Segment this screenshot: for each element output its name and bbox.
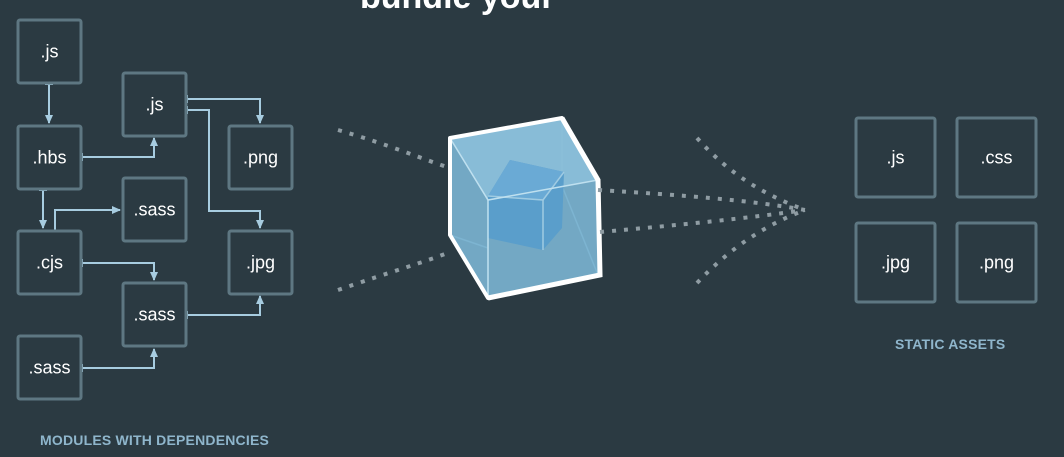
- input-flow-line-top: [337, 128, 451, 170]
- asset-box: [854, 116, 937, 199]
- module-label: .sass: [133, 305, 175, 325]
- edge-line: [187, 109, 264, 229]
- asset-label: .jpg: [881, 253, 910, 273]
- edge-cjs-sass1: [51, 206, 121, 232]
- edge-cjs-sass2: [81, 259, 158, 281]
- edge-sass2-jpg: [186, 295, 264, 319]
- edge-hbs-js2: [81, 137, 158, 161]
- page-title: bundle your: [360, 0, 555, 17]
- edge-line: [187, 295, 264, 316]
- module-node-jpg: .jpg: [227, 229, 294, 296]
- output-flow-lines: [597, 136, 806, 285]
- asset-out-jpg: .jpg: [854, 221, 937, 304]
- modules-caption: MODULES WITH DEPENDENCIES: [40, 432, 270, 448]
- module-label: .sass: [28, 358, 70, 378]
- asset-out-js: .js: [854, 116, 937, 199]
- module-label: .js: [41, 42, 59, 62]
- edge-line: [82, 262, 158, 281]
- module-box: [121, 176, 188, 243]
- module-label: .png: [243, 148, 278, 168]
- module-box: [16, 334, 83, 401]
- output-flow-line-4: [695, 208, 806, 285]
- output-flow-line-2: [599, 208, 806, 234]
- asset-label: .css: [980, 148, 1012, 168]
- asset-out-css: .css: [955, 116, 1038, 199]
- module-node-png: .png: [227, 124, 294, 191]
- module-label: .jpg: [246, 253, 275, 273]
- edge-line: [54, 206, 121, 231]
- asset-label: .png: [979, 253, 1014, 273]
- module-box: [16, 124, 83, 191]
- module-node-sass3: .sass: [16, 334, 83, 401]
- edge-hbs-cjs: [39, 189, 47, 229]
- output-flow-line-3: [695, 136, 806, 212]
- module-box: [227, 124, 294, 191]
- module-box: [16, 18, 83, 85]
- asset-label: .js: [887, 148, 905, 168]
- output-flow-line-1: [597, 188, 806, 212]
- asset-box: [955, 221, 1038, 304]
- module-node-cjs: .cjs: [16, 229, 83, 296]
- module-box: [227, 229, 294, 296]
- edge-sass3-sass2: [81, 348, 158, 372]
- module-label: .hbs: [32, 148, 66, 168]
- module-box: [16, 229, 83, 296]
- assets-caption: STATIC ASSETS: [895, 336, 1006, 352]
- modules-group: .js .js .hbs .png .sass .cjs .jpg .sass .sass: [16, 18, 294, 401]
- module-label: .js: [146, 95, 164, 115]
- module-label: .sass: [133, 200, 175, 220]
- edge-line: [82, 348, 158, 369]
- static-assets-group: .js .css .jpg .png: [854, 116, 1038, 304]
- asset-out-png: .png: [955, 221, 1038, 304]
- input-flow-line-bottom: [337, 250, 451, 292]
- module-node-js2: .js: [121, 71, 188, 138]
- module-node-sass1: .sass: [121, 176, 188, 243]
- asset-box: [854, 221, 937, 304]
- edge-js1-hbs: [45, 83, 53, 124]
- input-flow-lines: [337, 128, 451, 292]
- edge-line: [187, 98, 264, 124]
- module-box: [121, 281, 188, 348]
- module-node-sass2: .sass: [121, 281, 188, 348]
- cube-icon: [448, 116, 603, 301]
- edge-line: [82, 137, 158, 158]
- module-node-hbs: .hbs: [16, 124, 83, 191]
- module-node-js1: .js: [16, 18, 83, 85]
- module-label: .cjs: [36, 253, 63, 273]
- asset-box: [955, 116, 1038, 199]
- module-box: [121, 71, 188, 138]
